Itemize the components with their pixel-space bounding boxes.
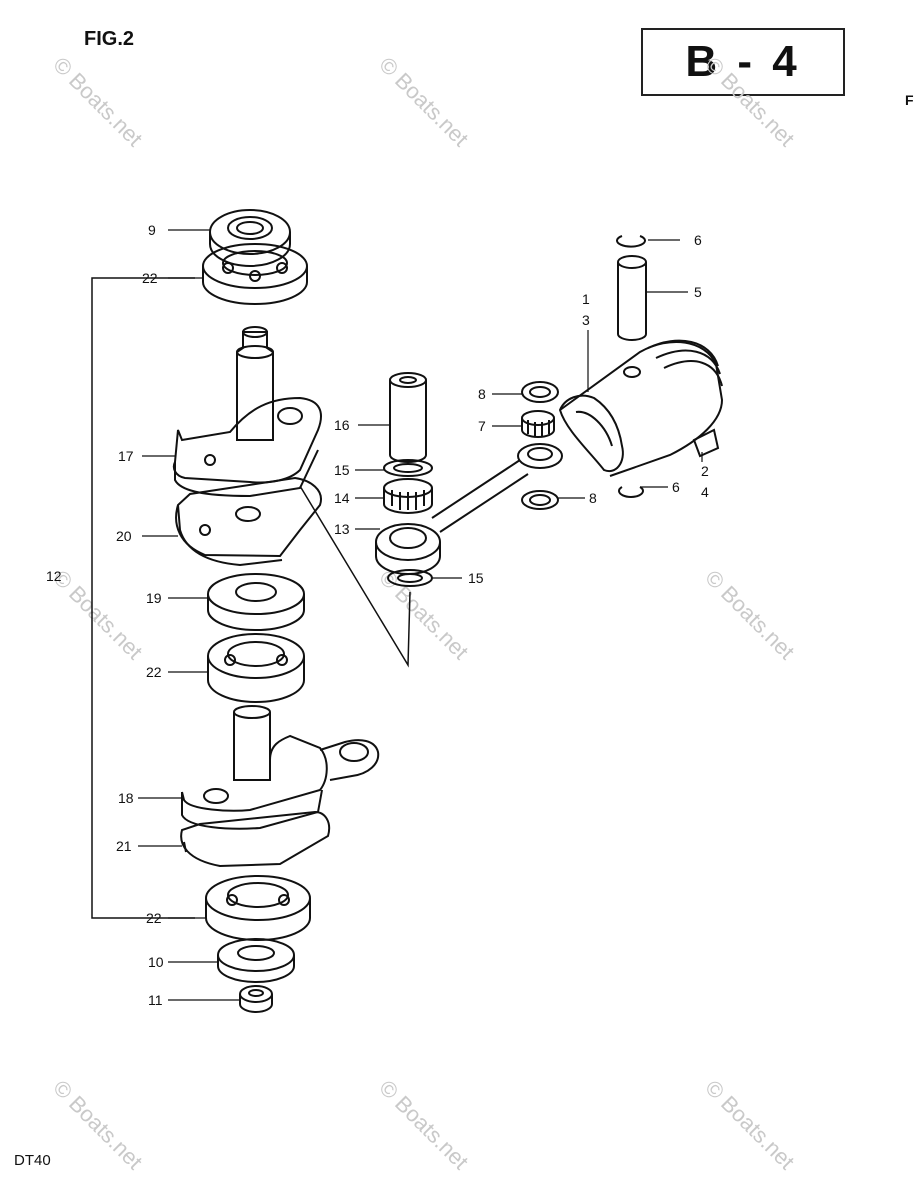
small-end-washer-lower-icon bbox=[521, 490, 559, 510]
oil-seal-top-icon bbox=[209, 209, 291, 267]
oil-seal-lower-icon bbox=[217, 938, 295, 983]
callout-15: 15 bbox=[468, 570, 484, 586]
assembly-guide-lines bbox=[299, 485, 411, 668]
callout-labels: 9 22 17 20 12 19 22 18 21 22 10 11 16 15… bbox=[46, 222, 709, 1008]
piston-pin-icon bbox=[617, 255, 647, 341]
callout-14: 14 bbox=[334, 490, 350, 506]
callout-13: 13 bbox=[334, 521, 350, 537]
thrust-washer-lower-icon bbox=[387, 569, 433, 587]
callout-6: 6 bbox=[672, 479, 680, 495]
figure-title: FIG.2 bbox=[84, 28, 135, 50]
piston-icon bbox=[558, 339, 724, 477]
crankshaft-lower-icon bbox=[181, 705, 380, 830]
section-code-box: B - 4 bbox=[641, 28, 845, 96]
callout-10: 10 bbox=[148, 954, 164, 970]
callout-22: 22 bbox=[146, 910, 162, 926]
callout-3: 3 bbox=[582, 312, 590, 328]
callout-22: 22 bbox=[146, 664, 162, 680]
callout-22: 22 bbox=[142, 270, 158, 286]
callout-21: 21 bbox=[116, 838, 132, 854]
callout-9: 9 bbox=[148, 222, 156, 238]
callout-1: 1 bbox=[582, 291, 590, 307]
section-code: B - 4 bbox=[685, 37, 801, 86]
needle-bearing-big-icon bbox=[383, 478, 433, 514]
small-end-washer-upper-icon bbox=[521, 381, 559, 403]
callout-6: 6 bbox=[694, 232, 702, 248]
crank-web-20-icon bbox=[175, 476, 322, 567]
callout-7: 7 bbox=[478, 418, 486, 434]
callout-20: 20 bbox=[116, 528, 132, 544]
assembly-bracket bbox=[91, 277, 195, 919]
bearing-upper-icon bbox=[202, 243, 308, 305]
crankshaft-upper-icon bbox=[172, 326, 322, 498]
callout-16: 16 bbox=[334, 417, 350, 433]
callout-17: 17 bbox=[118, 448, 134, 464]
model-label: DT40 bbox=[14, 1152, 51, 1169]
small-seal-icon bbox=[239, 985, 273, 1013]
callout-4: 4 bbox=[701, 484, 709, 500]
edge-mark: F bbox=[905, 92, 914, 108]
callout-8: 8 bbox=[589, 490, 597, 506]
callout-19: 19 bbox=[146, 590, 162, 606]
callout-15: 15 bbox=[334, 462, 350, 478]
callout-11: 11 bbox=[148, 992, 163, 1008]
circlip-bottom-icon bbox=[618, 486, 644, 498]
thrust-washer-upper-icon bbox=[383, 459, 433, 477]
crank-web-21-icon bbox=[180, 810, 331, 868]
bearing-middle-icon bbox=[207, 633, 305, 703]
crank-pin-icon bbox=[389, 372, 427, 463]
bearing-lower-icon bbox=[205, 875, 311, 941]
center-seal-icon bbox=[207, 573, 305, 631]
callout-18: 18 bbox=[118, 790, 134, 806]
callout-leaders bbox=[138, 229, 703, 1001]
callout-2: 2 bbox=[701, 463, 709, 479]
callout-5: 5 bbox=[694, 284, 702, 300]
callout-8: 8 bbox=[478, 386, 486, 402]
circlip-top-icon bbox=[616, 235, 646, 248]
callout-12: 12 bbox=[46, 568, 62, 584]
needle-bearing-small-icon bbox=[521, 410, 555, 438]
